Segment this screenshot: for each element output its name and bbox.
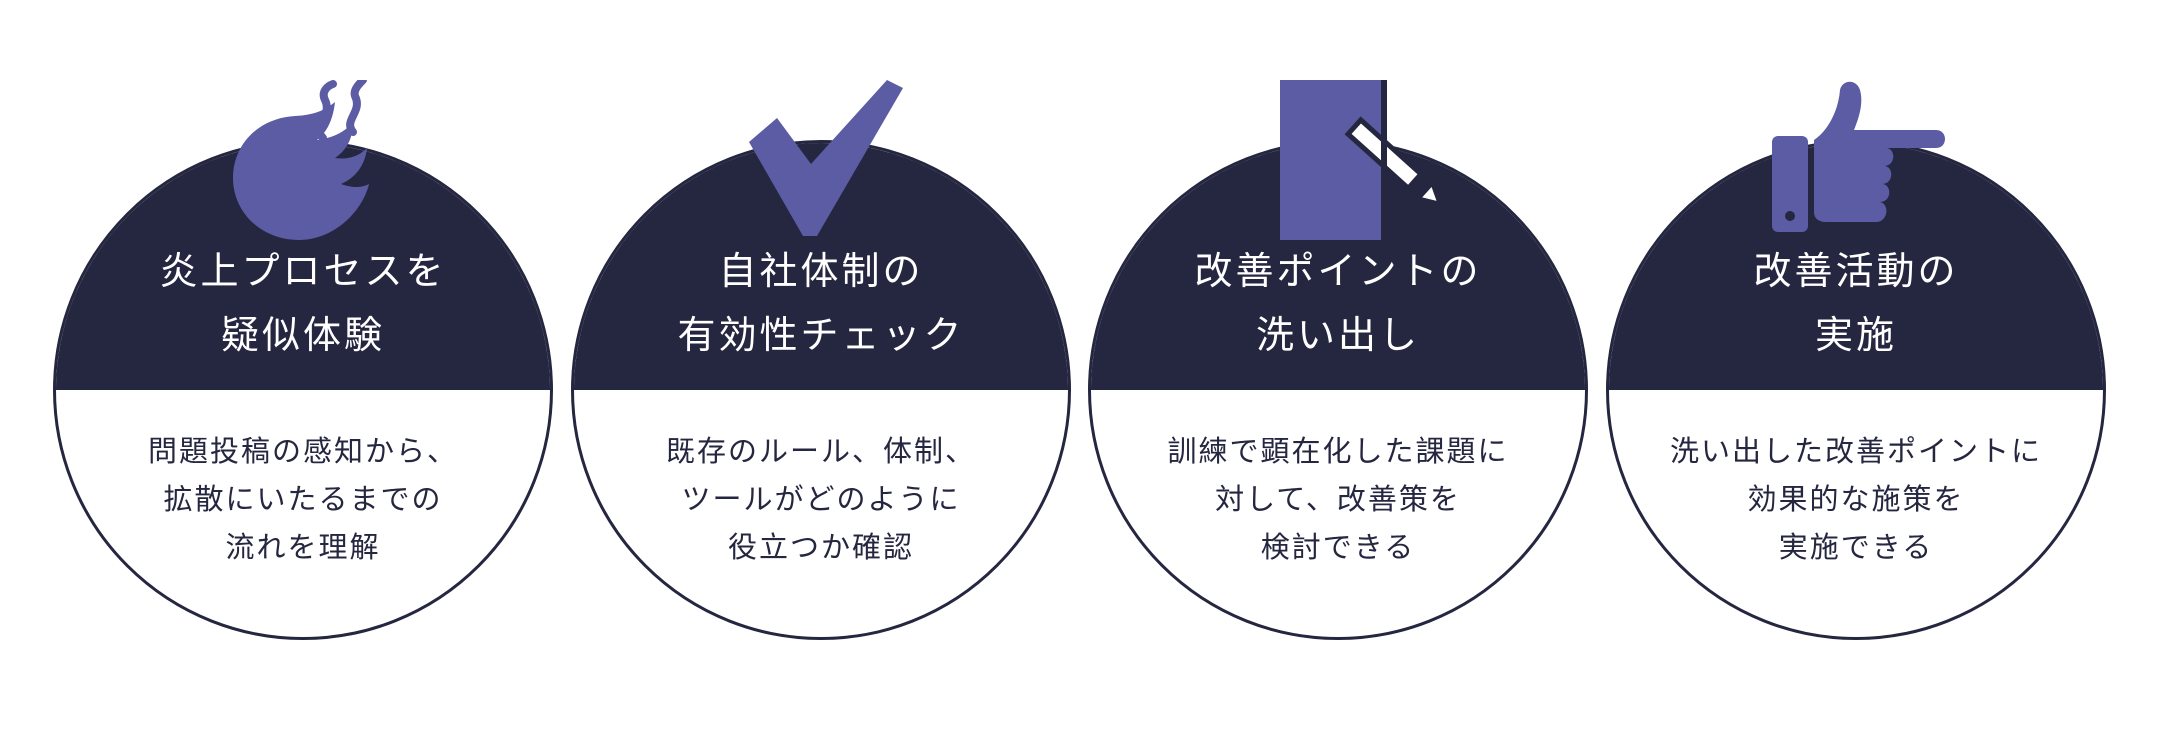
step-circle-2: 自社体制の 有効性チェック 既存のルール、体制、 ツールがどのように 役立つか確… (571, 140, 1071, 640)
step-circle-4: 改善活動の 実施 洗い出した改善ポイントに 効果的な施策を 実施できる (1606, 140, 2106, 640)
step-description-3-line-2: 対して、改善策を (1215, 482, 1461, 516)
step-card-2: 自社体制の 有効性チェック 既存のルール、体制、 ツールがどのように 役立つか確… (571, 80, 1071, 640)
step-description-4-line-3: 実施できる (1778, 530, 1934, 564)
step-description-1-line-2: 拡散にいたるまでの (163, 482, 443, 516)
document-pencil-icon (1238, 80, 1438, 240)
step-title-3: 改善ポイントの 洗い出し (1091, 239, 1585, 367)
step-title-2-line-2: 有効性チェック (677, 313, 965, 357)
step-title-3-line-2: 洗い出し (1255, 313, 1420, 357)
pointing-hand-icon (1756, 80, 1956, 240)
step-description-2-line-2: ツールがどのように (681, 482, 961, 516)
step-card-1: 炎上プロセスを 疑似体験 問題投稿の感知から、 拡散にいたるまでの 流れを理解 (53, 80, 553, 640)
step-description-1-line-3: 流れを理解 (225, 530, 381, 564)
step-description-1: 問題投稿の感知から、 拡散にいたるまでの 流れを理解 (56, 427, 550, 571)
step-description-3: 訓練で顕在化した課題に 対して、改善策を 検討できる (1091, 427, 1585, 571)
step-title-1-line-1: 炎上プロセスを (159, 249, 447, 293)
step-title-2: 自社体制の 有効性チェック (574, 239, 1068, 367)
step-description-2-line-3: 役立つか確認 (727, 530, 914, 564)
step-title-4-line-2: 実施 (1814, 313, 1897, 357)
step-card-4: 改善活動の 実施 洗い出した改善ポイントに 効果的な施策を 実施できる (1606, 81, 2106, 640)
step-card-3: 改善ポイントの 洗い出し 訓練で顕在化した課題に 対して、改善策を 検討できる (1088, 80, 1588, 640)
step-description-3-line-3: 検討できる (1260, 530, 1416, 564)
step-description-4-line-1: 洗い出した改善ポイントに (1669, 434, 2042, 468)
step-description-2: 既存のルール、体制、 ツールがどのように 役立つか確認 (574, 427, 1068, 571)
step-description-2-line-1: 既存のルール、体制、 (665, 434, 976, 468)
step-title-4: 改善活動の 実施 (1609, 239, 2103, 367)
step-title-1-line-2: 疑似体験 (220, 313, 385, 357)
step-title-1: 炎上プロセスを 疑似体験 (56, 239, 550, 367)
step-description-1-line-1: 問題投稿の感知から、 (147, 434, 458, 468)
step-title-2-line-1: 自社体制の (718, 249, 924, 293)
step-description-3-line-1: 訓練で顕在化した課題に (1167, 434, 1509, 468)
step-description-4-line-2: 効果的な施策を (1747, 482, 1965, 516)
step-description-4: 洗い出した改善ポイントに 効果的な施策を 実施できる (1609, 427, 2103, 571)
step-title-4-line-1: 改善活動の (1753, 249, 1959, 293)
step-title-3-line-1: 改善ポイントの (1194, 249, 1482, 293)
flame-icon (203, 80, 403, 240)
checkmark-icon (721, 80, 921, 240)
